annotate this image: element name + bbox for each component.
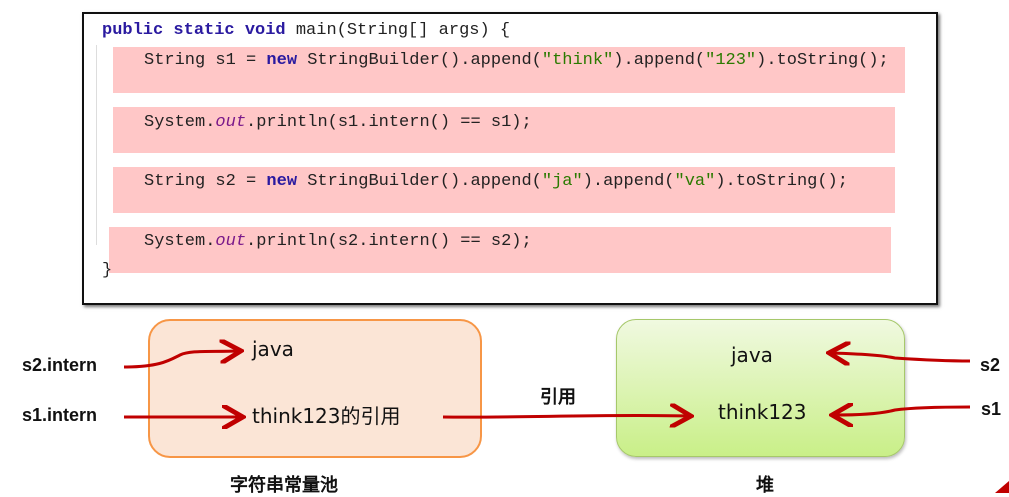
code-token: String s2 = — [144, 172, 267, 191]
code-token: ).toString(); — [715, 172, 848, 191]
arrow-s2-to-heap-java — [832, 353, 971, 361]
heap-title: 堆 — [756, 475, 774, 495]
code-token: String s1 = — [144, 51, 267, 70]
arrow-s1-to-heap-think — [835, 407, 971, 415]
code-token: out — [215, 113, 247, 132]
code-token: public static void — [102, 21, 286, 40]
code-header: public static void main(String[] args) { — [102, 21, 510, 40]
highlight-line-3 — [113, 167, 895, 213]
corner-decoration — [995, 481, 1009, 493]
code-token: System. — [144, 113, 216, 132]
code-line-2: System.out.println(s1.intern() == s1); — [144, 113, 532, 132]
highlight-line-1 — [113, 47, 905, 93]
code-token: .println(s1.intern() == s1); — [246, 113, 532, 132]
code-token: StringBuilder().append( — [297, 51, 542, 70]
code-token: StringBuilder().append( — [297, 172, 542, 191]
code-token: "ja" — [541, 172, 583, 191]
string-constant-pool-box — [148, 319, 482, 458]
code-token: "think" — [541, 51, 614, 70]
arrow-pool-ref-to-heap-think — [442, 415, 688, 417]
highlight-line-2 — [113, 107, 895, 153]
pool-java: java — [252, 337, 294, 361]
label-reference: 引用 — [540, 387, 576, 407]
label-s2: s2 — [980, 355, 1001, 375]
code-token: main(String[] args) { — [285, 21, 511, 40]
arrow-s2intern-to-pool-java — [123, 351, 238, 369]
label-s1: s1 — [981, 399, 1002, 419]
code-line-4: System.out.println(s2.intern() == s2); — [144, 232, 532, 251]
code-token: System. — [144, 232, 216, 251]
code-token: "123" — [705, 51, 757, 70]
code-token: ).append( — [582, 172, 675, 191]
pool-title: 字符串常量池 — [230, 475, 338, 495]
highlight-line-4 — [109, 227, 891, 273]
heap-java: java — [731, 343, 773, 367]
indent-guide — [96, 45, 97, 245]
code-footer: } — [102, 261, 113, 280]
code-token: ).toString(); — [756, 51, 889, 70]
code-token: "va" — [674, 172, 716, 191]
code-token: out — [215, 232, 247, 251]
code-token: new — [266, 51, 298, 70]
heap-think123: think123 — [718, 400, 807, 424]
code-line-1: String s1 = new StringBuilder().append("… — [144, 51, 889, 70]
label-s2-intern: s2.intern — [22, 355, 98, 375]
code-token: ).append( — [613, 51, 706, 70]
code-token: .println(s2.intern() == s2); — [246, 232, 532, 251]
code-token: new — [266, 172, 298, 191]
pool-think123-ref: think123的引用 — [252, 404, 401, 428]
label-s1-intern: s1.intern — [22, 405, 98, 425]
heap-box — [616, 319, 905, 457]
code-line-3: String s2 = new StringBuilder().append("… — [144, 172, 848, 191]
